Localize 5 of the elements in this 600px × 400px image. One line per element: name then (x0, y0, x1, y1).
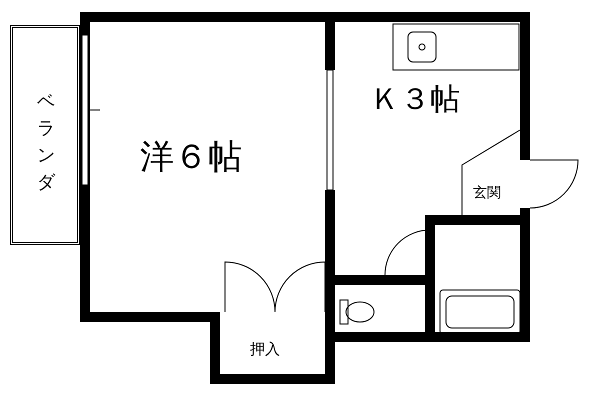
room-label: 押入 (250, 342, 280, 357)
room-label: Ｋ３帖 (370, 85, 460, 115)
room-label: 玄関 (473, 186, 501, 200)
room-label: 洋６帖 (140, 140, 242, 174)
balcony-area: ベランダ (10, 25, 80, 245)
